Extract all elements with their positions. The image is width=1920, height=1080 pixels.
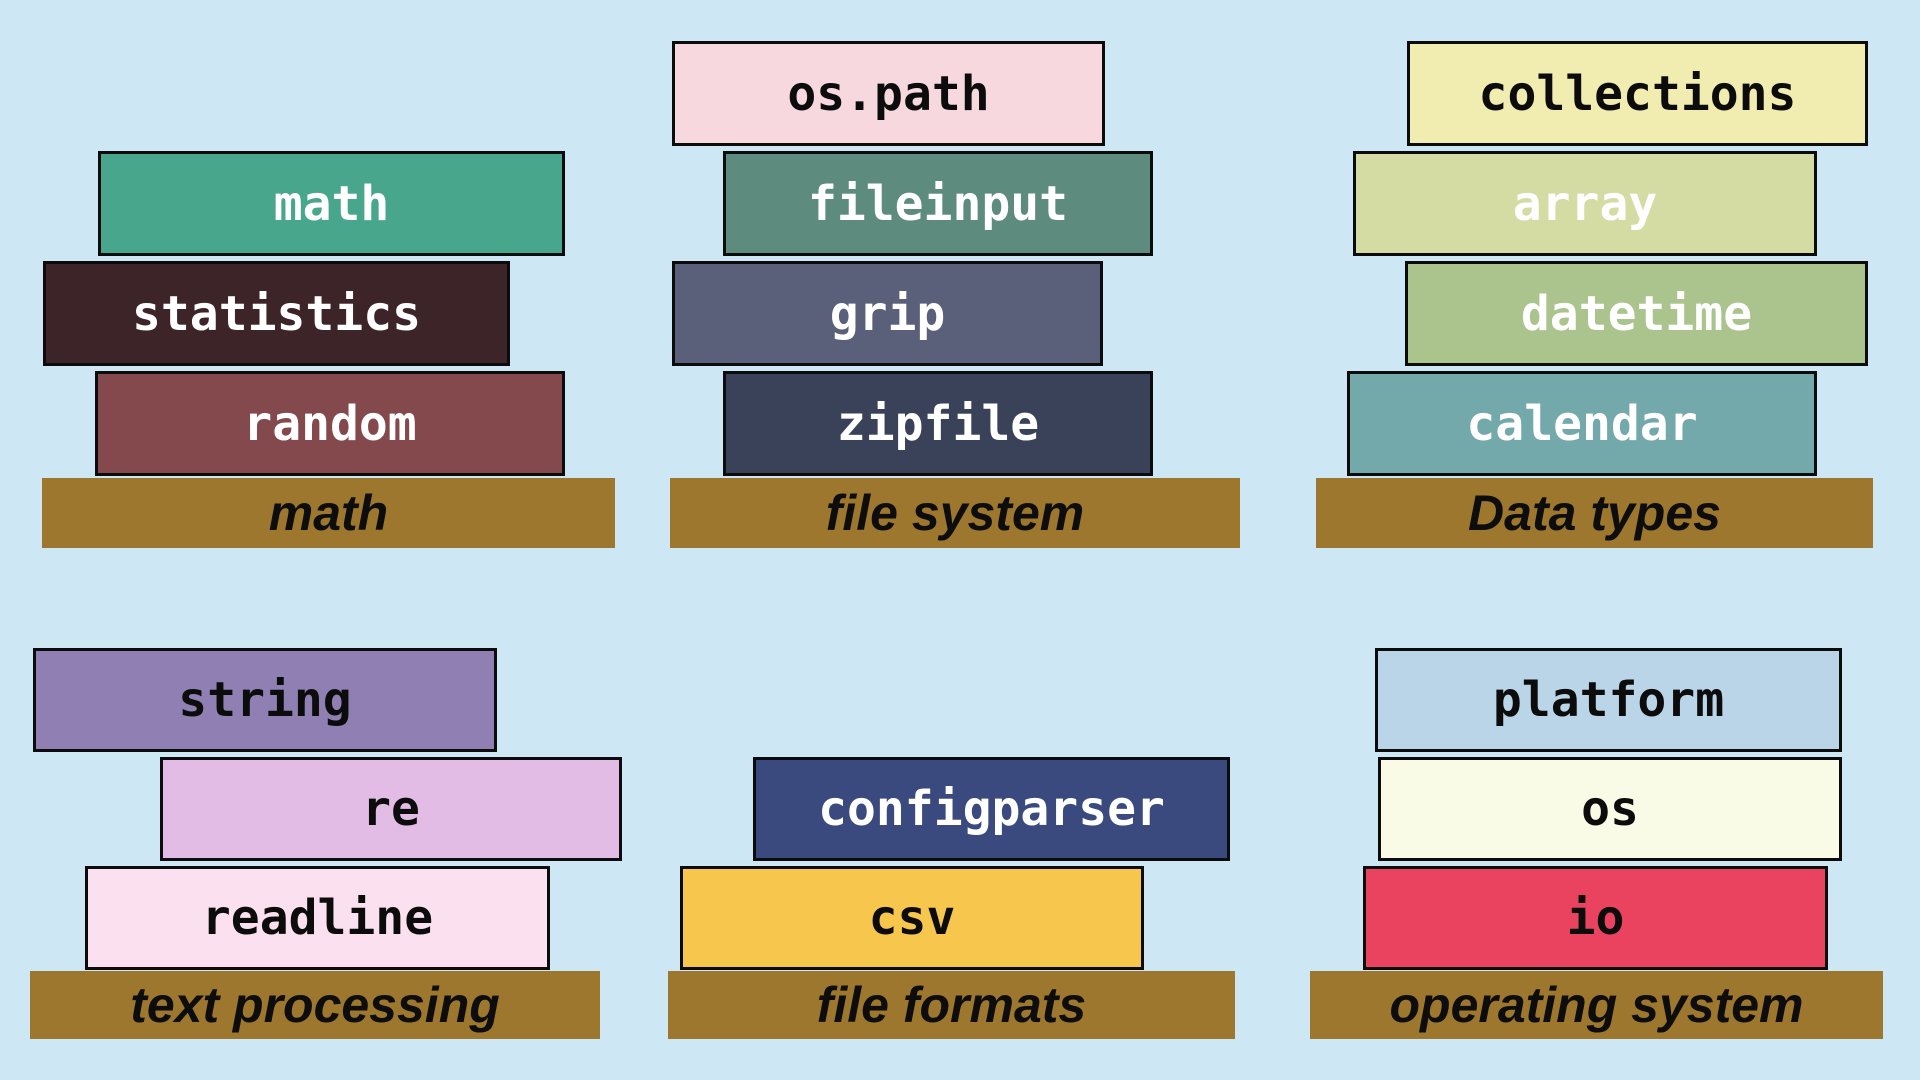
shelf-data-types: Data types: [1316, 478, 1873, 548]
book-platform: platform: [1375, 648, 1842, 752]
book-grip: grip: [672, 261, 1103, 366]
shelf-label: Data types: [1468, 485, 1721, 541]
book-io: io: [1363, 866, 1828, 970]
book-label: random: [243, 395, 417, 452]
book-readline: readline: [85, 866, 550, 970]
shelf-operating-system: operating system: [1310, 971, 1883, 1039]
shelf-math: math: [42, 478, 615, 548]
shelf-text-processing: text processing: [30, 971, 600, 1039]
book-math: math: [98, 151, 565, 256]
book-label: calendar: [1466, 395, 1698, 452]
book-collections: collections: [1407, 41, 1868, 146]
book-label: statistics: [132, 285, 421, 342]
book-label: io: [1566, 890, 1625, 946]
book-random: random: [95, 371, 565, 476]
book-label: array: [1512, 175, 1658, 232]
book-label: os: [1581, 781, 1639, 837]
book-label: re: [362, 781, 420, 837]
shelf-file-system: file system: [670, 478, 1240, 548]
book-os-path: os.path: [672, 41, 1105, 146]
book-string: string: [33, 648, 497, 752]
book-re: re: [160, 757, 622, 861]
book-label: grip: [829, 285, 946, 342]
book-label: string: [178, 672, 352, 728]
shelf-label: math: [268, 485, 389, 541]
book-zipfile: zipfile: [723, 371, 1153, 476]
book-calendar: calendar: [1347, 371, 1817, 476]
book-label: platform: [1492, 672, 1725, 728]
book-label: configparser: [818, 781, 1165, 837]
shelf-file-formats: file formats: [668, 971, 1235, 1039]
shelf-label: text processing: [130, 977, 500, 1033]
book-array: array: [1353, 151, 1817, 256]
book-fileinput: fileinput: [723, 151, 1153, 256]
book-label: math: [273, 175, 390, 232]
shelf-label: file formats: [816, 977, 1087, 1033]
book-label: readline: [201, 890, 434, 946]
book-label: fileinput: [807, 175, 1069, 232]
shelf-label: operating system: [1389, 977, 1804, 1033]
book-configparser: configparser: [753, 757, 1230, 861]
book-csv: csv: [680, 866, 1144, 970]
book-label: zipfile: [836, 395, 1040, 452]
book-os: os: [1378, 757, 1842, 861]
book-datetime: datetime: [1405, 261, 1868, 366]
book-label: csv: [868, 890, 956, 946]
book-label: datetime: [1520, 285, 1753, 342]
shelf-label: file system: [825, 485, 1085, 541]
book-label: os.path: [787, 65, 990, 122]
book-statistics: statistics: [43, 261, 510, 366]
book-label: collections: [1478, 65, 1797, 122]
